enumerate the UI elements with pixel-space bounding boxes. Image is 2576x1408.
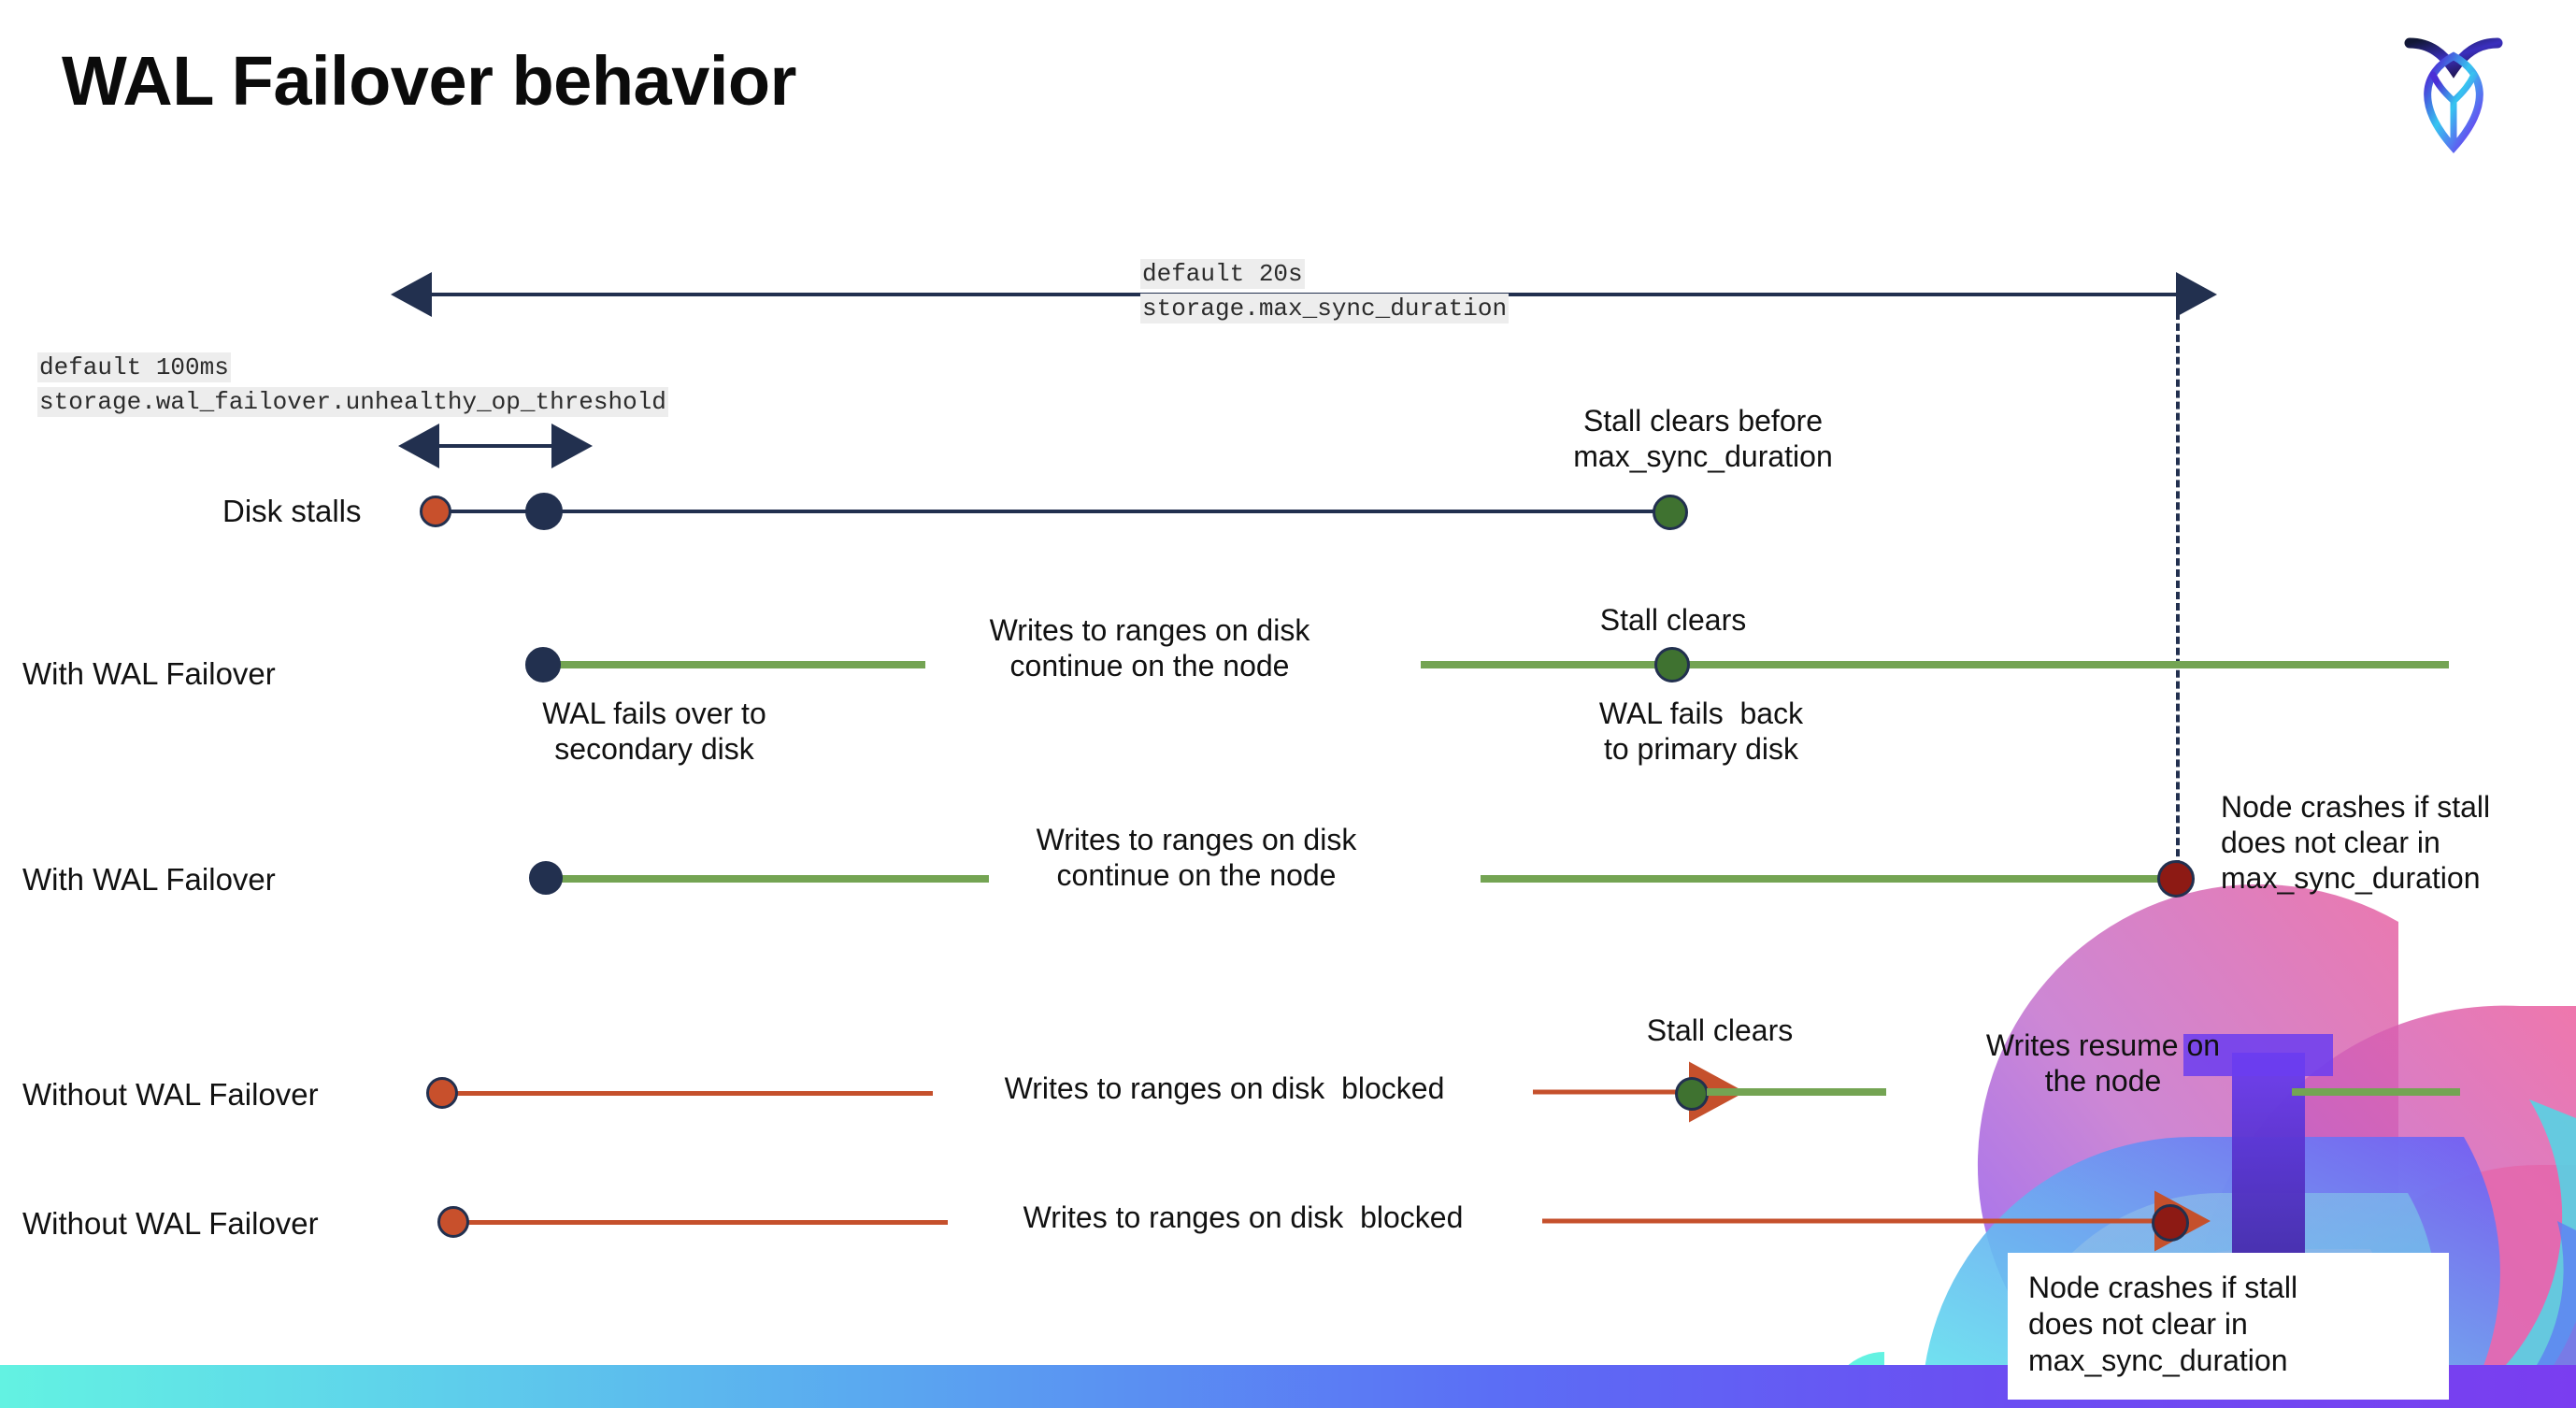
- without-wal-red-line-a: [447, 1091, 933, 1096]
- page-title: WAL Failover behavior: [62, 42, 796, 120]
- row-label-without-wal-failover-2: Without WAL Failover: [22, 1206, 319, 1241]
- note-writes-blocked-2: Writes to ranges on disk blocked: [1023, 1200, 1464, 1234]
- unhealthy-setting-text: storage.wal_failover.unhealthy_op_thresh…: [37, 386, 668, 417]
- cockroachdb-logo-icon: [2404, 37, 2503, 154]
- unhealthy-op-threshold-span-arrow: [398, 424, 593, 468]
- note-stall-clears-before: Stall clears before max_sync_duration: [1573, 404, 1833, 473]
- note-wal-fails-back: WAL fails back to primary disk: [1598, 697, 1804, 766]
- unhealthy-op-threshold-annotation: default 100ms storage.wal_failover.unhea…: [37, 351, 668, 420]
- max-sync-duration-annotation: default 20s storage.max_sync_duration: [1140, 257, 1510, 326]
- without-wal-green-line-a: [1707, 1088, 1886, 1096]
- note-writes-blocked-1: Writes to ranges on disk blocked: [1004, 1071, 1445, 1105]
- without-wal-crash-red-arrow: [1542, 1190, 2211, 1252]
- wal-failover-crash-green-line-b: [1481, 875, 2172, 883]
- max-sync-default-text: default 20s: [1140, 259, 1305, 289]
- without-wal-clear-dot: [1675, 1077, 1709, 1111]
- disk-stall-failover-dot: [525, 493, 563, 530]
- disk-stall-start-dot: [420, 496, 451, 527]
- wal-failover-clear-dot: [1654, 647, 1690, 682]
- row-label-disk-stalls: Disk stalls: [222, 494, 362, 528]
- note-stall-clears-1: Stall clears: [1599, 603, 1747, 637]
- row-label-with-wal-failover-2: With WAL Failover: [22, 862, 276, 897]
- row-label-without-wal-failover-1: Without WAL Failover: [22, 1077, 319, 1112]
- disk-stall-clear-dot: [1653, 495, 1688, 530]
- without-wal-start-dot: [426, 1077, 458, 1109]
- wal-failover-start-dot: [525, 647, 561, 682]
- wal-failover-green-line-b: [1421, 661, 2449, 668]
- max-sync-setting-text: storage.max_sync_duration: [1140, 293, 1510, 323]
- wal-failover-crash-start-dot: [529, 861, 563, 895]
- wal-failover-crash-dot: [2157, 860, 2195, 898]
- note-writes-continue-2: Writes to ranges on disk continue on the…: [1036, 823, 1357, 892]
- without-wal-green-line-b: [2292, 1088, 2460, 1096]
- without-wal-red-arrow-a: [1533, 1061, 1745, 1123]
- note-node-crashes-2: Node crashes if stall does not clear in …: [2008, 1253, 2449, 1401]
- disk-stall-line: [439, 510, 1673, 513]
- note-wal-fails-over: WAL fails over to secondary disk: [542, 697, 766, 766]
- note-writes-resume: Writes resume on the node: [1985, 1028, 2221, 1098]
- note-node-crashes-1: Node crashes if stall does not clear in …: [2221, 790, 2491, 895]
- row-label-with-wal-failover-1: With WAL Failover: [22, 656, 276, 691]
- max-sync-duration-guide-line: [2176, 301, 2180, 879]
- unhealthy-default-text: default 100ms: [37, 352, 231, 382]
- without-wal-crash-red-line-a: [460, 1220, 948, 1225]
- note-stall-clears-2: Stall clears: [1646, 1013, 1794, 1047]
- wal-failover-green-line-a: [542, 661, 925, 668]
- without-wal-crash-start-dot: [437, 1206, 469, 1238]
- without-wal-crash-dot: [2152, 1204, 2189, 1242]
- wal-failover-crash-green-line-a: [550, 875, 989, 883]
- note-writes-continue-1: Writes to ranges on disk continue on the…: [989, 613, 1310, 682]
